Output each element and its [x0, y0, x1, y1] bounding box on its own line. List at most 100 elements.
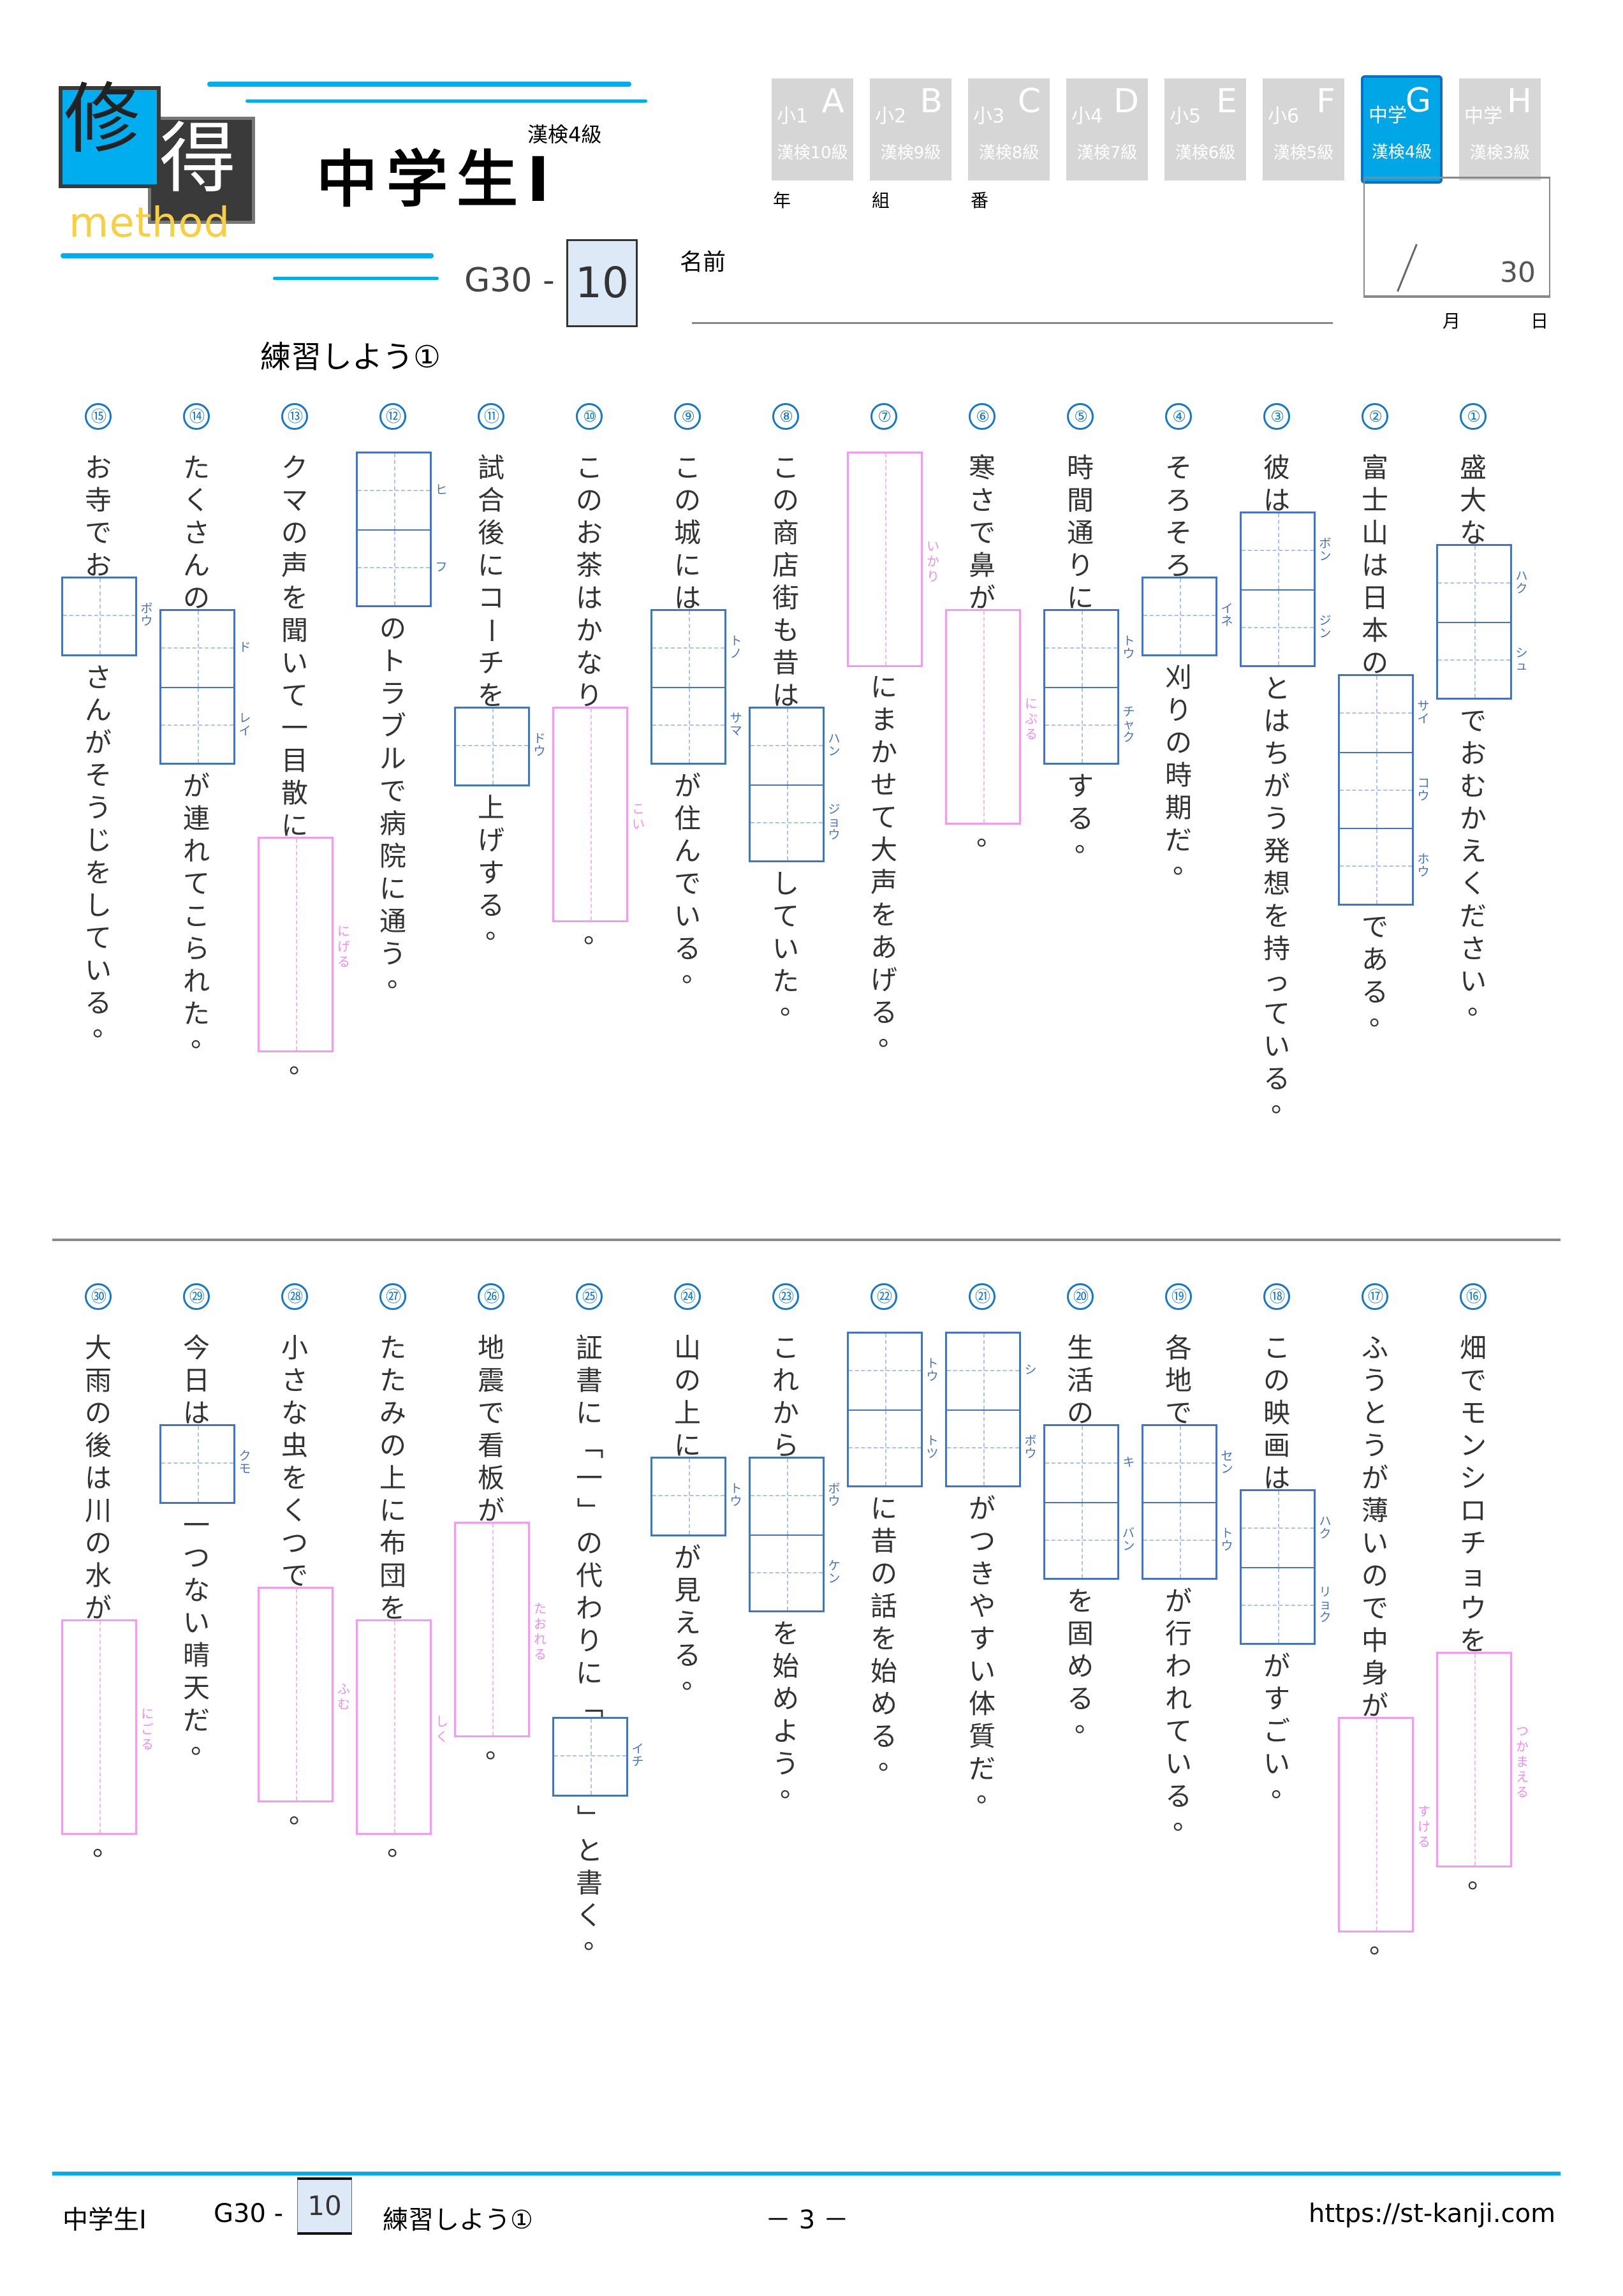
- question-text: 」と書く。: [573, 1804, 611, 1955]
- kanji-answer-box[interactable]: ボウケン: [749, 1457, 841, 1612]
- guide-line: [1143, 1462, 1215, 1464]
- kanji-answer-box[interactable]: キバン: [1043, 1424, 1135, 1580]
- kanji-answer-cell[interactable]: ド: [161, 611, 251, 687]
- name-field[interactable]: [692, 322, 1333, 324]
- question-number: ⑱: [1263, 1283, 1290, 1310]
- kanji-answer-cell[interactable]: サマ: [652, 687, 742, 763]
- guide-line: [358, 567, 430, 568]
- question-number: ⑳: [1067, 1283, 1094, 1310]
- hiragana-answer-box[interactable]: にごる: [61, 1619, 154, 1835]
- kanji-answer-box[interactable]: セントウ: [1142, 1424, 1233, 1580]
- kanji-answer-cell[interactable]: バン: [1045, 1502, 1135, 1578]
- guide-line: [394, 453, 395, 529]
- kanji-answer-cell[interactable]: クモ: [161, 1426, 251, 1502]
- kanji-answer-cell[interactable]: トウ: [849, 1334, 939, 1409]
- kanji-answer-cell[interactable]: シュ: [1438, 622, 1528, 698]
- kanji-answer-cell[interactable]: リョク: [1242, 1567, 1332, 1643]
- kanji-answer-cell[interactable]: シ: [947, 1334, 1037, 1409]
- score-box[interactable]: [1363, 177, 1550, 298]
- kanji-answer-box[interactable]: ボンジン: [1240, 511, 1332, 667]
- kanji-answer-cell[interactable]: レイ: [161, 687, 251, 763]
- katakana-reading: トノ: [730, 634, 742, 661]
- hiragana-answer-box[interactable]: にげる: [258, 837, 350, 1052]
- kanji-answer-cell[interactable]: ボウ: [751, 1459, 841, 1534]
- kanji-answer-cell[interactable]: ボウ: [63, 578, 153, 654]
- hiragana-answer-box[interactable]: にぶる: [945, 609, 1038, 825]
- hiragana-answer-box[interactable]: しく: [356, 1619, 448, 1835]
- kanji-answer-box[interactable]: イチ: [552, 1717, 644, 1797]
- question-text: たくさんの: [182, 452, 210, 614]
- tab-letter: F: [1316, 82, 1335, 121]
- katakana-reading: リョク: [1319, 1585, 1332, 1624]
- question-text: 今日は: [182, 1332, 210, 1429]
- kanji-answer-box[interactable]: ハクリョク: [1240, 1489, 1332, 1645]
- question-number: ⑥: [969, 403, 995, 430]
- kanji-answer-cell[interactable]: トツ: [849, 1409, 939, 1485]
- kanji-answer-box[interactable]: トウチャク: [1043, 609, 1135, 765]
- guide-line: [751, 1495, 823, 1496]
- kanji-answer-cell[interactable]: ハン: [751, 709, 841, 784]
- kanji-answer-cell[interactable]: ボン: [1242, 513, 1332, 589]
- kanji-answer-cell[interactable]: ホウ: [1340, 828, 1430, 904]
- kanji-answer-cell[interactable]: ドウ: [456, 709, 546, 784]
- kanji-answer-cell[interactable]: ジン: [1242, 589, 1332, 665]
- kanji-answer-cell[interactable]: ケン: [751, 1534, 841, 1610]
- kanji-answer-cell[interactable]: イチ: [554, 1719, 644, 1795]
- question-number: ㉕: [576, 1283, 603, 1310]
- kanji-answer-cell[interactable]: トウ: [652, 1459, 742, 1534]
- kanji-answer-box[interactable]: ヒフ: [356, 452, 448, 607]
- kanji-answer-box[interactable]: イネ: [1142, 577, 1233, 656]
- kanji-answer-cell[interactable]: コウ: [1340, 752, 1430, 828]
- kanji-answer-cell[interactable]: トウ: [1143, 1502, 1233, 1578]
- site-url[interactable]: https://st-kanji.com: [1309, 2199, 1556, 2228]
- kanji-answer-cell[interactable]: セン: [1143, 1426, 1233, 1502]
- question-text: 刈りの時期だ。: [1164, 662, 1200, 879]
- class-label: 組: [872, 190, 890, 211]
- hiragana-answer-box[interactable]: たおれる: [454, 1522, 547, 1737]
- kanji-answer-box[interactable]: ハンジョウ: [749, 707, 841, 862]
- question-number: ⑩: [576, 403, 603, 430]
- kanji-answer-cell[interactable]: トノ: [652, 611, 742, 687]
- kanji-answer-cell[interactable]: チャク: [1045, 687, 1135, 763]
- kanji-answer-cell[interactable]: キ: [1045, 1426, 1135, 1502]
- question-text: 地震で看板が: [477, 1332, 504, 1526]
- guide-line: [1376, 1719, 1377, 1931]
- kanji-answer-cell[interactable]: イネ: [1143, 578, 1233, 654]
- kanji-answer-box[interactable]: ドウ: [454, 707, 546, 786]
- kanji-answer-cell[interactable]: ハク: [1242, 1491, 1332, 1567]
- hiragana-answer-box[interactable]: ふむ: [258, 1587, 350, 1802]
- katakana-reading: セン: [1221, 1449, 1233, 1476]
- hiragana-answer-box[interactable]: いかり: [847, 452, 939, 667]
- kanji-answer-cell[interactable]: ボウ: [947, 1409, 1037, 1485]
- kanji-answer-box[interactable]: トウトツ: [847, 1332, 939, 1487]
- kanji-answer-cell[interactable]: ハク: [1438, 546, 1528, 622]
- kanji-answer-box[interactable]: ボウ: [61, 577, 153, 656]
- kanji-answer-cell[interactable]: ヒ: [358, 453, 448, 529]
- kanji-answer-box[interactable]: ドレイ: [159, 609, 251, 765]
- kanji-answer-box[interactable]: シボウ: [945, 1332, 1037, 1487]
- guide-line: [492, 1524, 494, 1735]
- kanji-answer-box[interactable]: クモ: [159, 1424, 251, 1504]
- tab-grade: 中学: [1464, 105, 1502, 128]
- kanji-answer-cell[interactable]: ジョウ: [751, 784, 841, 860]
- kanji-answer-box[interactable]: サイコウホウ: [1338, 674, 1430, 906]
- kanji-answer-box[interactable]: トウ: [650, 1457, 742, 1536]
- question-number: ①: [1460, 403, 1487, 430]
- kanji-answer-box[interactable]: ハクシュ: [1436, 544, 1528, 700]
- hiragana-answer-box[interactable]: こい: [552, 707, 645, 922]
- kanji-answer-cell[interactable]: トウ: [1045, 611, 1135, 687]
- kanji-answer-box[interactable]: トノサマ: [650, 609, 742, 765]
- hiragana-answer-box[interactable]: つかまえる: [1436, 1652, 1529, 1867]
- kanji-answer-cell[interactable]: フ: [358, 529, 448, 605]
- kanji-answer-cell[interactable]: サイ: [1340, 676, 1430, 752]
- hiragana-answer-box[interactable]: すける: [1338, 1717, 1430, 1932]
- tab-kanken-level: 漢検4級: [1371, 143, 1432, 162]
